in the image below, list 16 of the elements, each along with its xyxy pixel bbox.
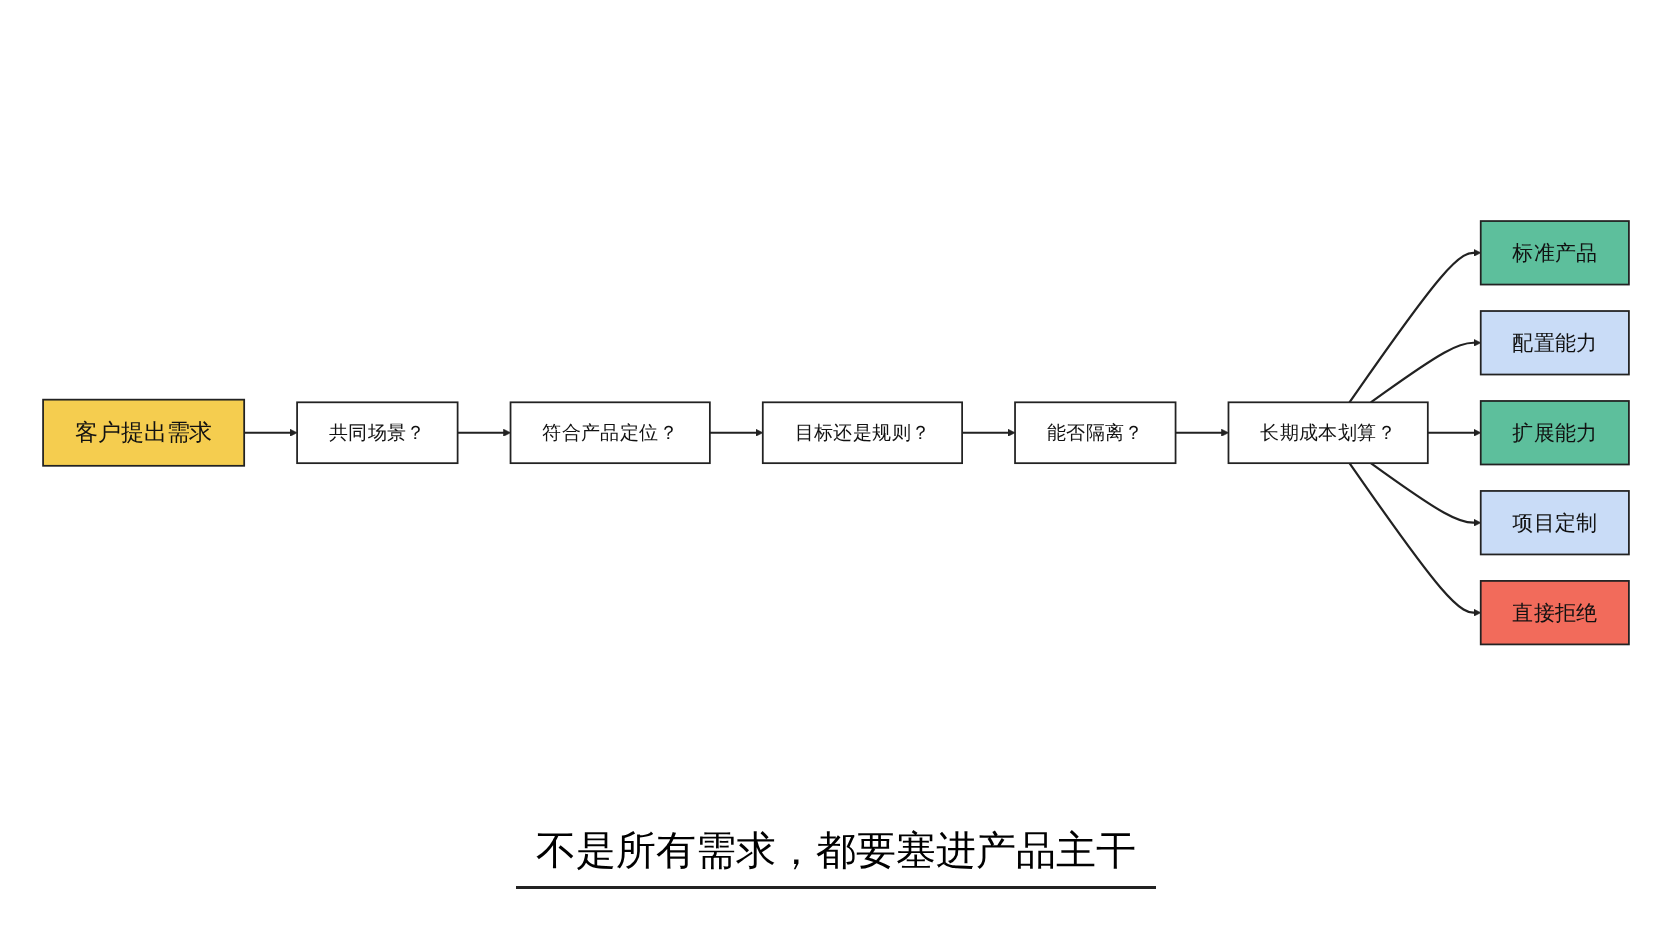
node-box: 符合产品定位？ [509,401,711,464]
node-box: 客户提出需求 [42,398,246,467]
caption: 不是所有需求，都要塞进产品主干 [516,822,1156,889]
node-box: 目标还是规则？ [761,401,963,464]
node-box: 标准产品 [1479,219,1630,286]
arrow [244,428,298,437]
node-box: 项目定制 [1479,489,1630,556]
node-box: 配置能力 [1479,309,1630,376]
arrow [1175,428,1229,437]
arrow [962,428,1016,437]
node-box: 能否隔离？ [1014,401,1177,464]
node-box: 直接拒绝 [1479,579,1630,646]
node-box: 长期成本划算？ [1227,401,1429,464]
node-box: 扩展能力 [1479,399,1630,466]
arrow [457,428,511,437]
node-box: 共同场景？ [296,401,459,464]
